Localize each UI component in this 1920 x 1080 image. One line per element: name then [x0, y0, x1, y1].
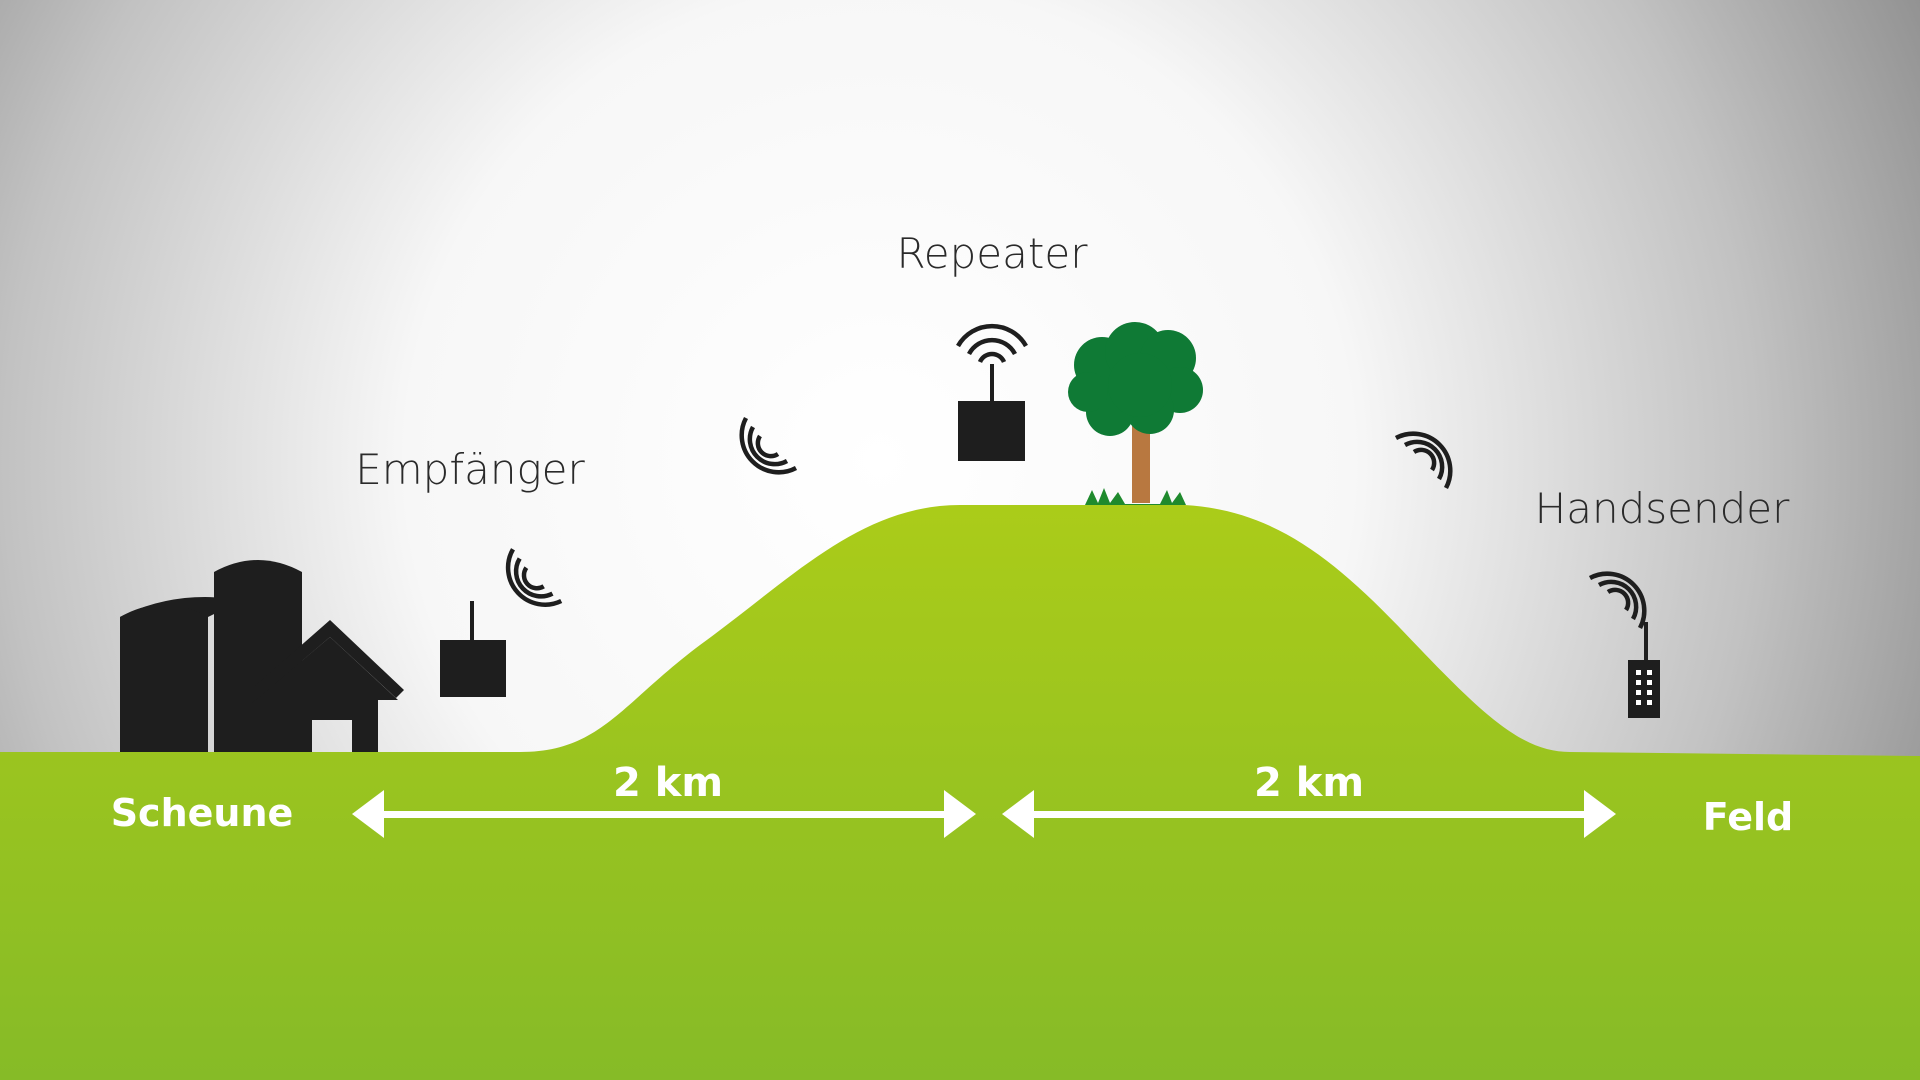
distance-label-right: 2 km [1254, 760, 1364, 806]
distance-label-left: 2 km [613, 760, 723, 806]
barn-label: Scheune [111, 791, 294, 835]
handheld-label: Handsender [1535, 484, 1790, 533]
field-label: Feld [1703, 795, 1793, 839]
receiver-label: Empfänger [355, 445, 585, 494]
repeater-label: Repeater [897, 229, 1089, 278]
